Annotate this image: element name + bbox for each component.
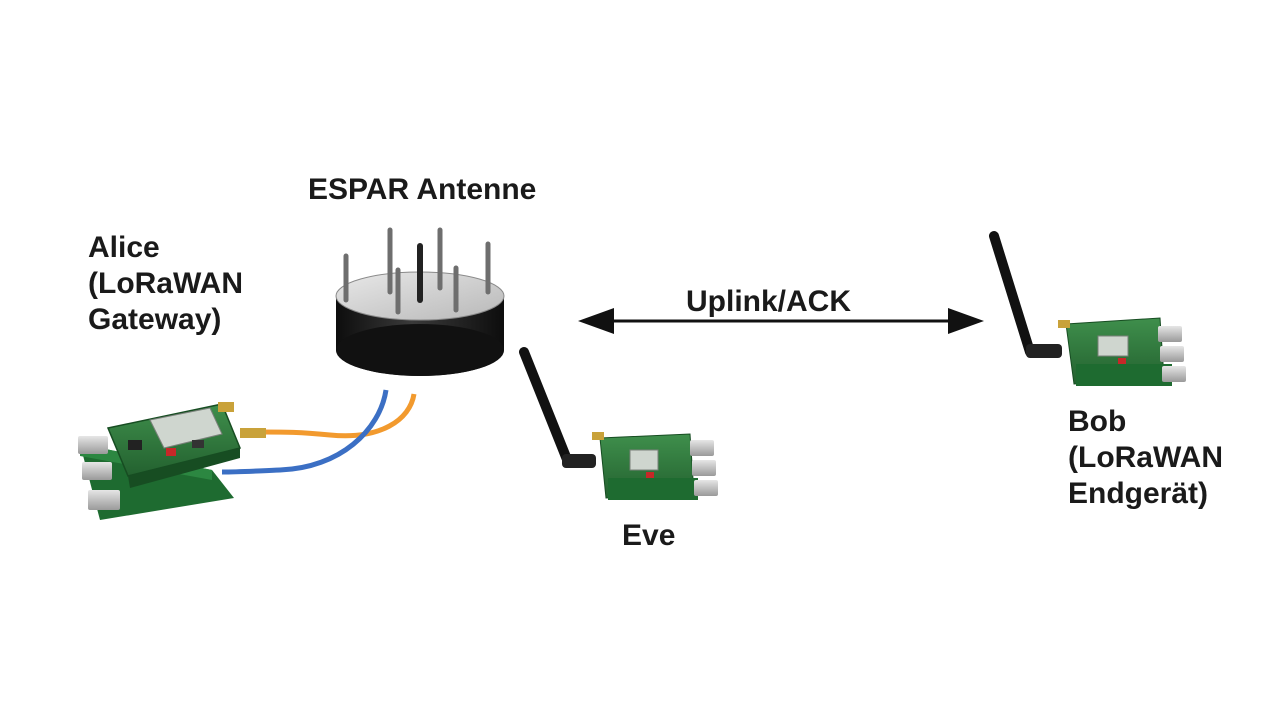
espar-antenna-label: ESPAR Antenne: [308, 173, 537, 206]
alice-label-line: (LoRaWAN: [88, 267, 243, 300]
alice-label-line: Gateway): [88, 303, 222, 336]
uplink-ack-arrow: [578, 308, 984, 334]
eve-label: Eve: [622, 519, 676, 552]
lora-node-board-icon: [519, 347, 718, 500]
uplink-ack-label: Uplink/ACK: [686, 285, 851, 318]
orange-cable: [261, 393, 417, 439]
alice-label-line: Alice: [88, 231, 160, 264]
espar-antenna-icon: [335, 227, 505, 376]
bob-label-line: Endgerät): [1068, 477, 1209, 510]
lora-node-board-icon: [989, 231, 1186, 386]
blue-cable: [221, 389, 389, 475]
lora-gateway-board-icon: [78, 402, 266, 520]
bob-label-line: Bob: [1068, 405, 1127, 438]
bob-label-line: (LoRaWAN: [1068, 441, 1223, 474]
alice-label: Alice (LoRaWAN Gateway): [88, 230, 243, 338]
bob-label: Bob (LoRaWAN Endgerät): [1068, 404, 1223, 512]
